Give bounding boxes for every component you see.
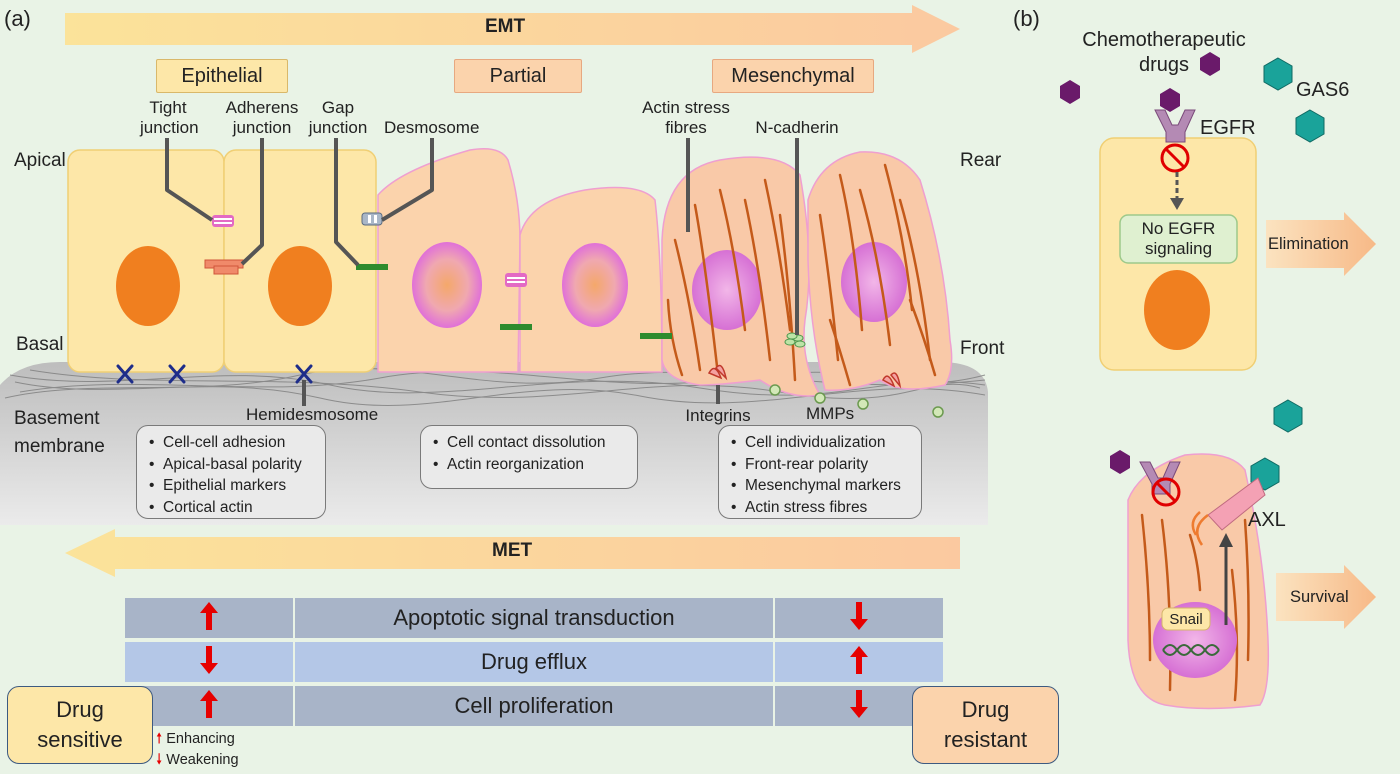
met-arrow — [65, 529, 960, 577]
basal-label: Basal — [16, 334, 64, 355]
table-row-proliferation: Cell proliferation — [125, 686, 943, 726]
stage-mesenchymal: Mesenchymal — [712, 59, 874, 93]
partial-features: Cell contact dissolution Actin reorganiz… — [420, 425, 638, 489]
up-arrow-icon — [200, 601, 218, 635]
egfr-label: EGFR — [1200, 117, 1256, 139]
hemidesmosome-icon — [116, 364, 313, 384]
table-row-apoptotic: Apoptotic signal transduction — [125, 598, 943, 638]
apical-label: Apical — [14, 150, 66, 171]
table-row — [125, 686, 943, 726]
front-label: Front — [960, 338, 1005, 359]
elimination-arrow — [1266, 212, 1376, 276]
snail-box — [1161, 607, 1211, 631]
gap-junction-icon — [500, 324, 532, 330]
sensitive-indicator — [125, 598, 293, 638]
nucleus — [692, 250, 762, 330]
axl-label: AXL — [1248, 509, 1286, 531]
desmosome-label: Desmosome — [384, 118, 480, 137]
tight-junction-icon — [212, 215, 234, 227]
chemotherapeutic-drug-icon — [1060, 52, 1220, 474]
emt-label: EMT — [485, 16, 526, 37]
epithelial-features: Cell-cell adhesion Apical-basal polarity… — [136, 425, 326, 519]
table-row — [125, 598, 943, 638]
row-label: Apoptotic signal transduction — [293, 598, 775, 638]
nucleus — [412, 242, 482, 328]
nucleus — [562, 243, 628, 327]
nucleus — [1144, 270, 1210, 350]
integrin-icon — [707, 364, 902, 389]
up-arrow-icon — [200, 689, 218, 723]
met-label: MET — [492, 540, 533, 561]
down-arrow-icon: 🠗 — [156, 752, 163, 768]
no-egfr-box — [1119, 214, 1238, 264]
nucleus — [116, 246, 180, 326]
gap-junction-icon — [640, 333, 672, 339]
mmp-icon — [769, 384, 944, 418]
snail-label: Snail — [1169, 611, 1203, 628]
resistant-indicator — [775, 598, 943, 638]
table-row-drug-efflux: Drug efflux — [125, 642, 943, 682]
gas6-icon — [1250, 57, 1325, 491]
resistant-indicator — [775, 642, 943, 682]
nucleus — [841, 242, 907, 322]
integrins-label: Integrins — [685, 406, 751, 425]
emt-arrow — [65, 5, 960, 53]
down-arrow-icon — [200, 645, 218, 679]
down-arrow-icon — [850, 601, 868, 635]
row-label: Drug efflux — [293, 642, 775, 682]
resistant-indicator — [775, 686, 943, 726]
desmosome-icon — [361, 212, 383, 226]
legend-enhancing: 🠕 Enhancing — [156, 731, 235, 747]
leader-lines — [165, 138, 799, 406]
gap-junction-icon — [356, 264, 388, 270]
up-arrow-icon — [850, 645, 868, 679]
actin-stress-fibres — [666, 163, 937, 387]
sensitive-indicator — [125, 686, 293, 726]
table-row — [125, 642, 943, 682]
panel-b-label: (b) — [1013, 6, 1040, 31]
down-arrow-icon — [850, 689, 868, 723]
mesenchymal-features: Cell individualization Front-rear polari… — [718, 425, 922, 519]
row-label: Cell proliferation — [293, 686, 775, 726]
axl-receptor-icon — [1207, 477, 1266, 531]
dna-icon — [1162, 644, 1220, 656]
survival-label: Survival — [1290, 588, 1349, 606]
mmps-label: MMPs — [806, 404, 855, 423]
panel-a-label: (a) — [4, 6, 31, 31]
stage-partial: Partial — [454, 59, 582, 93]
egfr-receptor-icon — [1154, 109, 1196, 143]
rear-label: Rear — [960, 150, 1002, 171]
tight-junction-icon — [505, 273, 527, 287]
n-cadherin-icon — [784, 332, 806, 348]
up-arrow-icon: 🠕 — [156, 731, 163, 747]
actin-stress-fibres — [1140, 513, 1250, 702]
nucleus — [268, 246, 332, 326]
hemidesmosome-label: Hemidesmosome — [246, 405, 379, 424]
legend-weakening: 🠗 Weakening — [156, 752, 239, 768]
signal-waves-icon — [1191, 511, 1209, 546]
gas6-label: GAS6 — [1296, 79, 1350, 101]
inhibition-icon — [1151, 477, 1181, 507]
inhibition-icon — [1160, 143, 1190, 173]
sensitive-indicator — [125, 642, 293, 682]
survival-arrow — [1276, 565, 1376, 629]
stage-epithelial: Epithelial — [156, 59, 288, 93]
elimination-label: Elimination — [1268, 235, 1349, 253]
n-cadherin-label: N-cadherin — [755, 118, 839, 137]
